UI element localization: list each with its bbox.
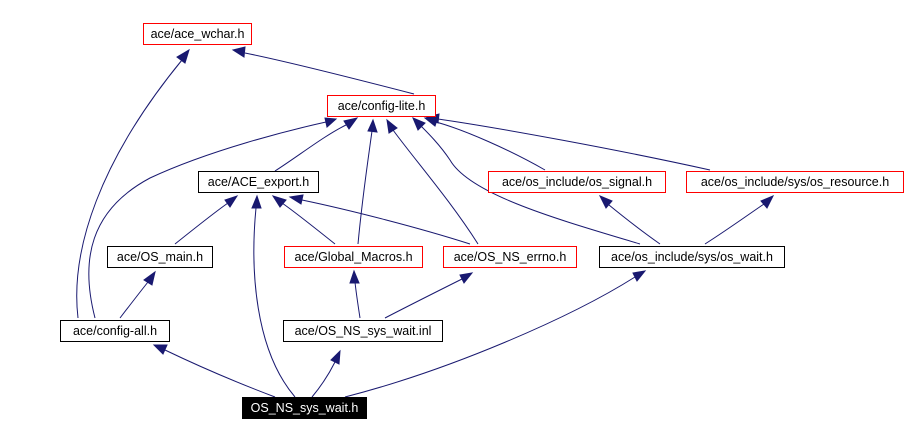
node-os-ns-sys-wait-inl[interactable]: ace/OS_NS_sys_wait.inl (283, 320, 443, 342)
svg-text:ace/os_include/sys/os_resource: ace/os_include/sys/os_resource.h (701, 175, 889, 189)
svg-text:ace/os_include/sys/os_wait.h: ace/os_include/sys/os_wait.h (611, 250, 773, 264)
arrowhead (330, 349, 341, 365)
nodes: ace/ace_wchar.h ace/config-lite.h ace/AC… (60, 23, 904, 419)
edge-config-all-to-ace-wchar (76, 59, 183, 319)
arrowhead (288, 194, 304, 205)
arrowhead (343, 117, 359, 130)
svg-text:ace/config-lite.h: ace/config-lite.h (338, 99, 426, 113)
edge-config-all-to-config-lite (88, 121, 327, 319)
svg-text:ace/Global_Macros.h: ace/Global_Macros.h (294, 250, 412, 264)
arrowhead (632, 270, 647, 282)
arrowhead (271, 195, 287, 208)
arrowhead (760, 195, 775, 209)
edge-config-lite-to-ace-wchar (244, 52, 415, 95)
svg-text:ace/OS_NS_errno.h: ace/OS_NS_errno.h (454, 250, 567, 264)
edge-inl-to-global-macros (354, 281, 361, 319)
edge-os-ns-errno-to-ace-export (301, 199, 471, 245)
edge-os-wait-to-config-lite (419, 124, 641, 245)
edge-focus-to-inl (311, 361, 336, 398)
node-config-lite[interactable]: ace/config-lite.h (327, 95, 436, 117)
edge-focus-to-os-wait (344, 276, 636, 398)
arrowhead (598, 195, 613, 209)
arrowhead (412, 117, 426, 131)
node-global-macros[interactable]: ace/Global_Macros.h (284, 246, 423, 268)
node-os-wait[interactable]: ace/os_include/sys/os_wait.h (599, 246, 785, 268)
arrowhead (251, 194, 262, 209)
edge-global-macros-to-ace-export (281, 202, 336, 245)
edge-os-main-to-ace-export (174, 202, 229, 245)
edge-os-wait-to-os-signal (608, 204, 661, 245)
edge-os-signal-to-config-lite (435, 121, 546, 171)
edge-config-all-to-os-main (119, 281, 149, 319)
svg-text:OS_NS_sys_wait.h: OS_NS_sys_wait.h (251, 401, 359, 415)
arrowhead (176, 48, 190, 64)
node-os-resource[interactable]: ace/os_include/sys/os_resource.h (686, 171, 904, 193)
svg-text:ace/config-all.h: ace/config-all.h (73, 324, 157, 338)
svg-text:ace/os_include/os_signal.h: ace/os_include/os_signal.h (502, 175, 652, 189)
arrowhead (386, 118, 398, 134)
svg-text:ace/ACE_export.h: ace/ACE_export.h (208, 175, 309, 189)
node-config-all[interactable]: ace/config-all.h (60, 320, 170, 342)
node-ace-wchar[interactable]: ace/ace_wchar.h (143, 23, 252, 45)
svg-text:ace/OS_NS_sys_wait.inl: ace/OS_NS_sys_wait.inl (295, 324, 432, 338)
edge-inl-to-os-ns-errno (384, 278, 463, 319)
edge-focus-to-ace-export (253, 207, 296, 398)
arrowhead (143, 270, 156, 286)
edge-os-wait-to-os-resource (704, 203, 765, 245)
node-os-ns-errno[interactable]: ace/OS_NS_errno.h (443, 246, 577, 268)
arrowhead (231, 46, 246, 58)
svg-text:ace/OS_main.h: ace/OS_main.h (117, 250, 203, 264)
edge-os-ns-errno-to-config-lite (392, 129, 479, 245)
node-os-signal[interactable]: ace/os_include/os_signal.h (488, 171, 666, 193)
arrowhead (367, 118, 378, 133)
edge-focus-to-config-all (164, 349, 276, 398)
arrowhead (349, 269, 360, 284)
node-ace-export[interactable]: ace/ACE_export.h (198, 171, 319, 193)
edge-os-resource-to-config-lite (437, 118, 711, 171)
node-os-ns-sys-wait-h[interactable]: OS_NS_sys_wait.h (242, 397, 367, 419)
svg-text:ace/ace_wchar.h: ace/ace_wchar.h (151, 27, 245, 41)
edge-ace-export-to-config-lite (274, 123, 349, 172)
node-os-main[interactable]: ace/OS_main.h (107, 246, 213, 268)
arrowhead (324, 117, 338, 128)
arrowhead (224, 195, 239, 208)
arrowhead (459, 272, 474, 284)
edges (76, 46, 775, 398)
arrowhead (152, 344, 168, 355)
edge-global-macros-to-config-lite (357, 130, 373, 245)
